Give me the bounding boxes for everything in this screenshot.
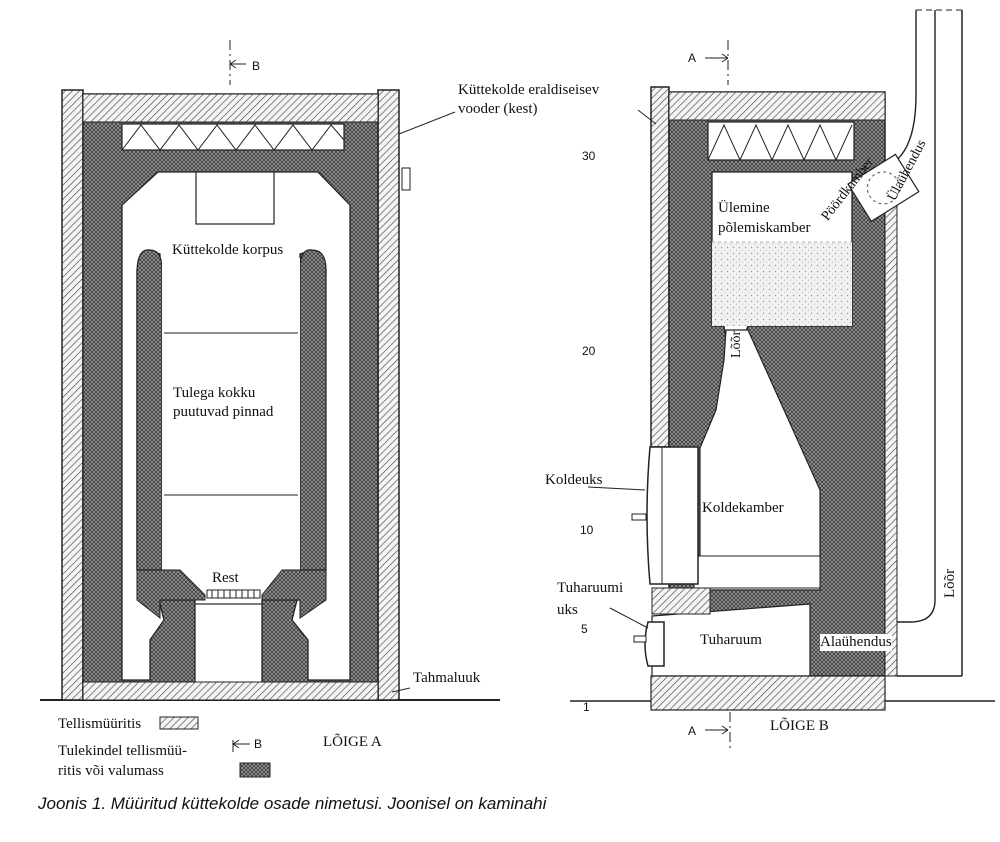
- figure-caption: Joonis 1. Müüritud küttekolde osade nime…: [38, 794, 547, 813]
- label-separate-lining: Küttekolde eraldiseisev: [458, 82, 600, 98]
- label-firebox-door: Koldeuks: [545, 472, 603, 488]
- label-separate-lining-2: vooder (kest): [458, 101, 538, 117]
- label-firebox: Koldekamber: [702, 500, 784, 516]
- label-ash-door-2: uks: [557, 602, 578, 618]
- label-flue-long: Lõõr: [942, 568, 958, 598]
- legend-firebrick-label-1: Tulekindel tellismüü-: [58, 743, 188, 759]
- label-lower-connection: Alaühendus: [820, 634, 892, 651]
- label-fire-surfaces-1: Tulega kokku: [173, 385, 256, 402]
- label-flue-small: Lõõr: [729, 330, 744, 358]
- label-grate: Rest: [212, 570, 239, 587]
- label-soot-hatch: Tahmaluuk: [413, 670, 481, 686]
- legend-brick-swatch: [159, 716, 199, 730]
- section-mark-b-legend: B: [254, 737, 263, 751]
- section-mark-a-bottom: A: [688, 724, 697, 738]
- label-section-b: LÕIGE B: [770, 718, 829, 734]
- label-body: Küttekolde korpus: [172, 242, 284, 259]
- scale-number-5: 5: [581, 622, 588, 636]
- section-b: [631, 9, 963, 711]
- section-mark-b-top: B: [252, 59, 261, 73]
- section-mark-a-top: A: [688, 51, 697, 65]
- section-a: [61, 89, 411, 701]
- label-section-a: LÕIGE A: [323, 734, 382, 750]
- scale-number-1: 1: [583, 700, 590, 714]
- label-ash-room: Tuharuum: [700, 632, 762, 648]
- legend-firebrick-label-2: ritis või valumass: [58, 763, 164, 779]
- scale-number-20: 20: [582, 344, 596, 358]
- label-upper-chamber-1: Ülemine: [718, 200, 770, 216]
- label-ash-door-1: Tuharuumi: [557, 580, 624, 596]
- legend-firebrick-swatch: [239, 762, 271, 778]
- scale-number-10: 10: [580, 523, 594, 537]
- label-fire-surfaces-2: puutuvad pinnad: [173, 404, 274, 421]
- scale-number-30: 30: [582, 149, 596, 163]
- legend-brick-label: Tellismüüritis: [58, 716, 142, 732]
- label-upper-chamber-2: põlemiskamber: [718, 220, 811, 236]
